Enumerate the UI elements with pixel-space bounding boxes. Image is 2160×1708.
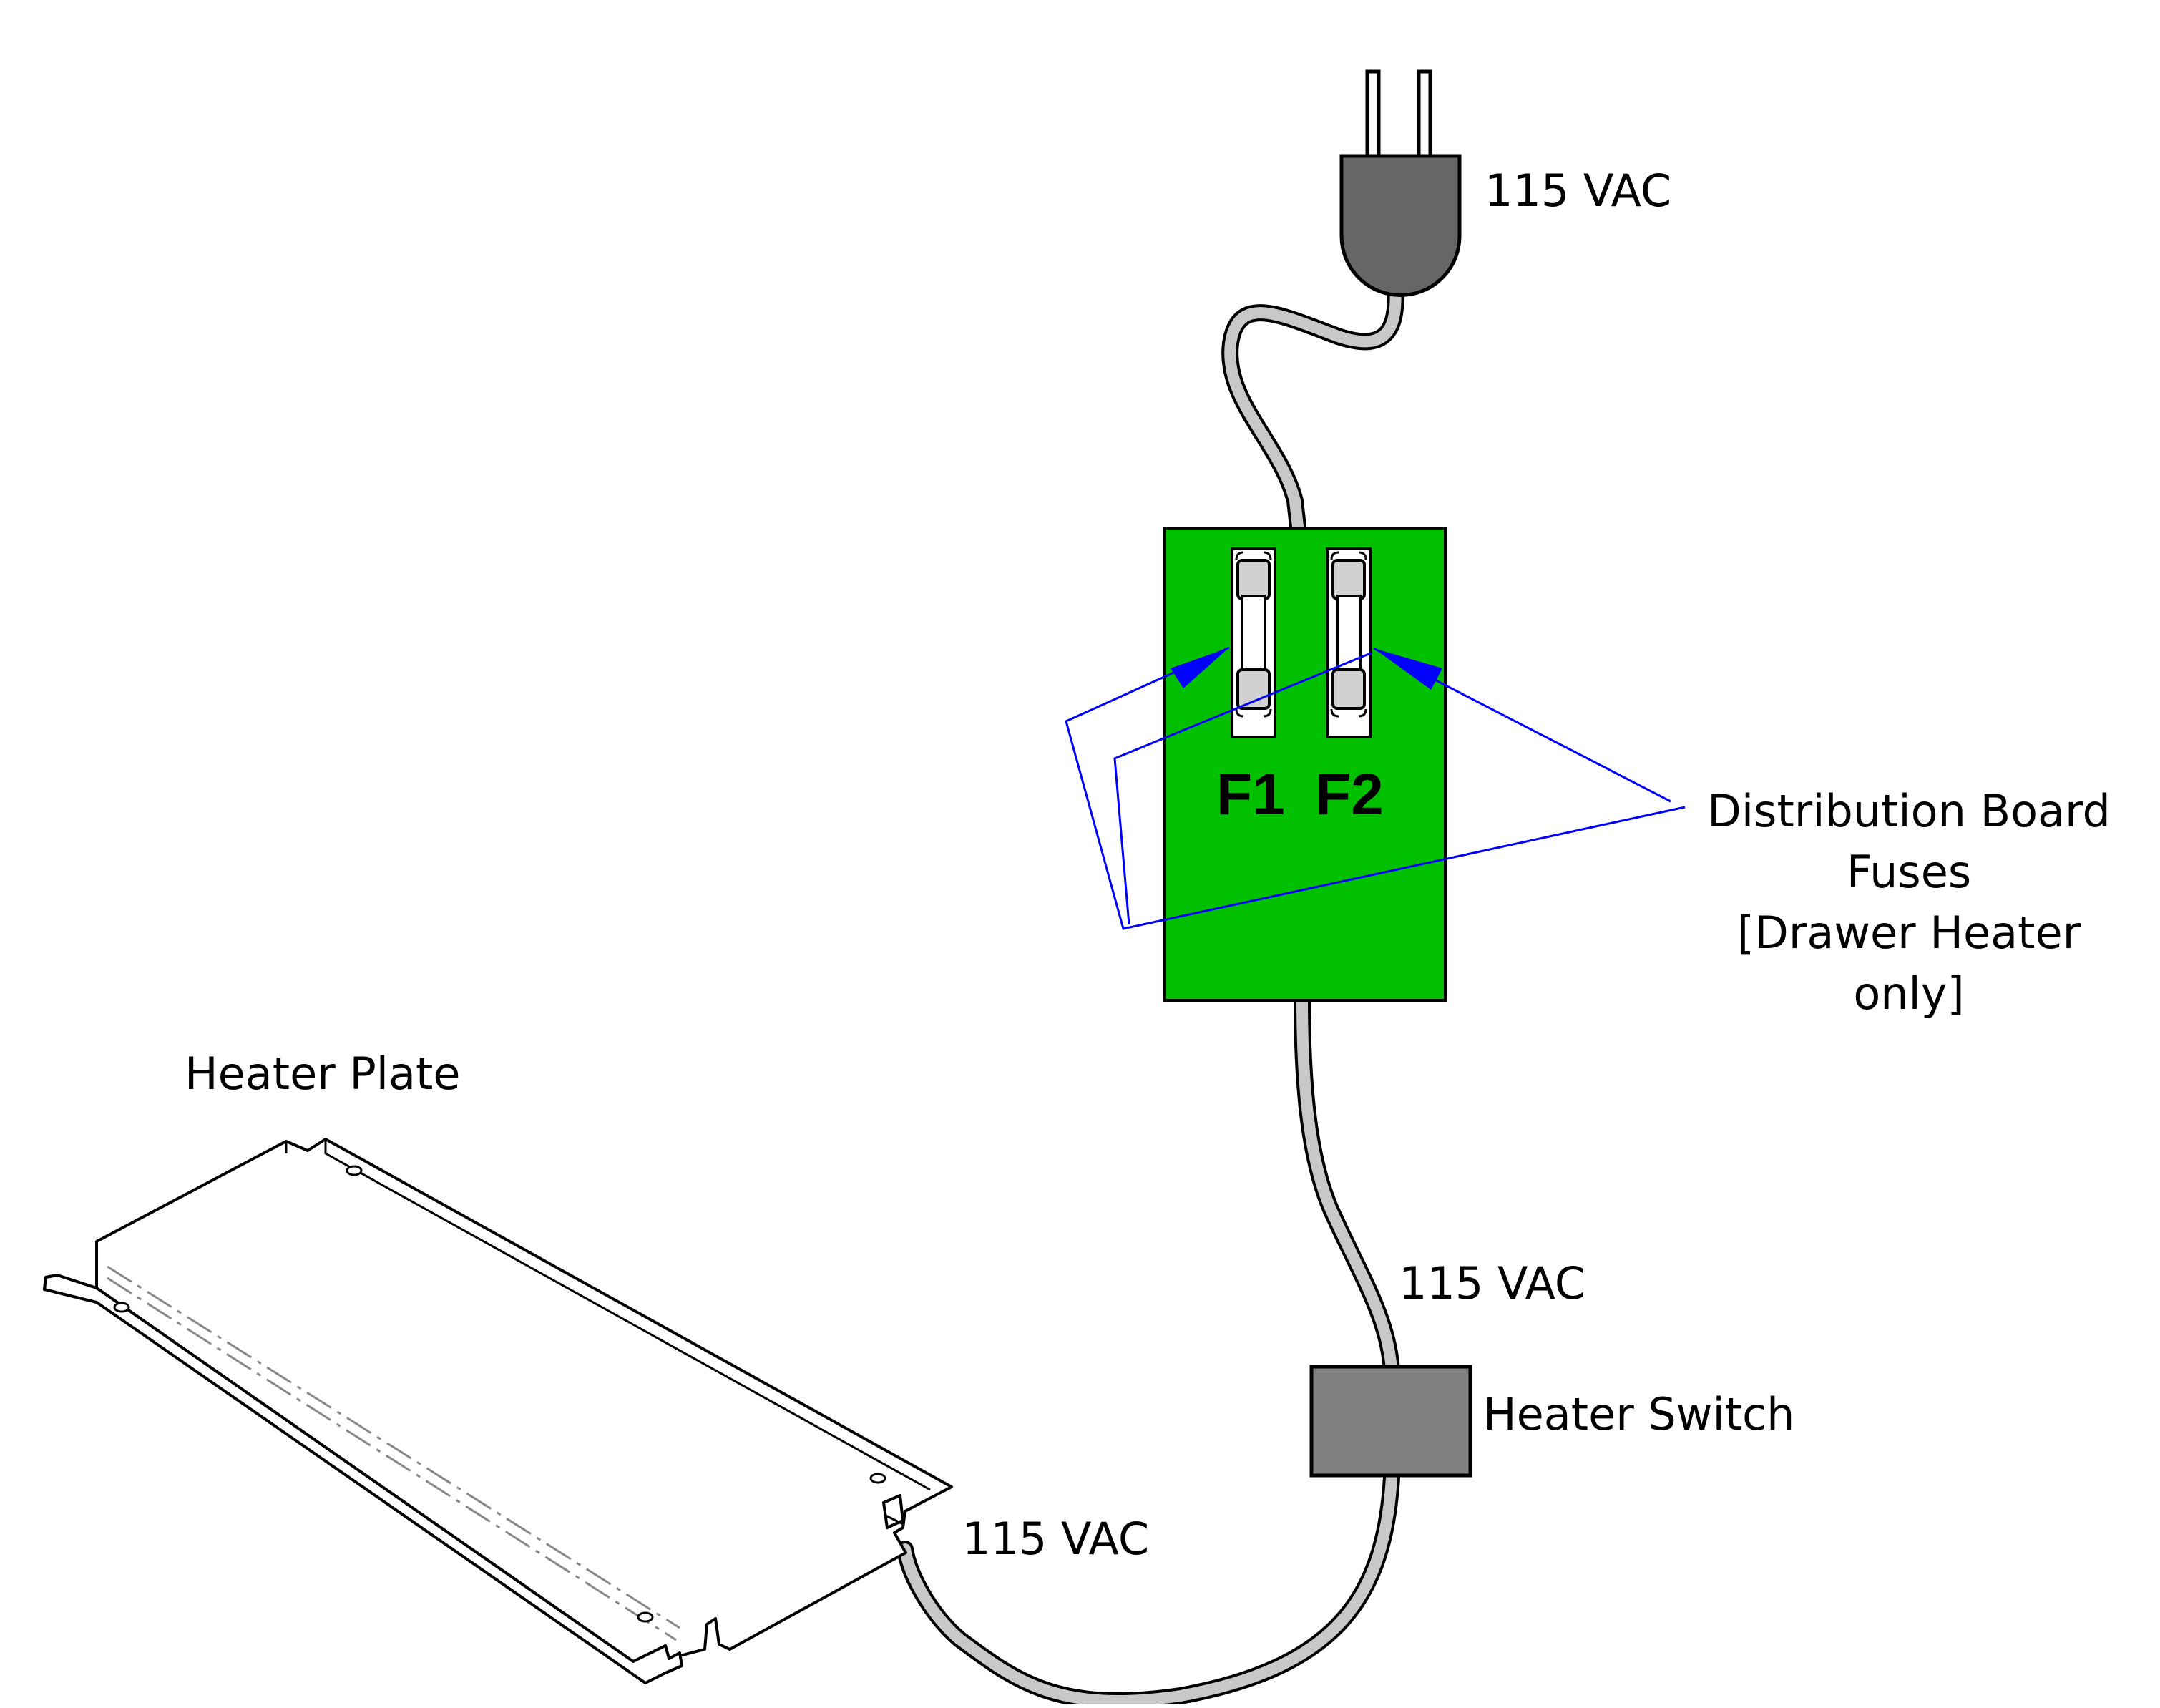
heater-plate-holes	[113, 1165, 886, 1623]
switch-input-voltage-label: 115 VAC	[1399, 1257, 1585, 1309]
plate-voltage-label: 115 VAC	[962, 1513, 1149, 1565]
fuse-f1-icon	[1231, 547, 1276, 738]
callout-arrowhead-f1	[1171, 648, 1229, 688]
cord-plug-to-board	[1221, 278, 1404, 542]
heater-plate-label: Heater Plate	[185, 1048, 460, 1100]
fuse-f1-label: F1	[1216, 762, 1285, 827]
fuse-f2-label: F2	[1315, 762, 1384, 827]
power-plug-icon	[1339, 69, 1462, 297]
plug-body	[1339, 154, 1462, 297]
plug-prong-right	[1417, 69, 1432, 163]
heater-switch-box	[1309, 1365, 1472, 1478]
heater-plate-centerlines	[107, 1265, 680, 1641]
cord-switch-to-plate	[896, 1469, 1400, 1708]
distribution-board: F1 F2	[1163, 527, 1447, 1002]
fuse-callout-line-3: [Drawer Heater	[1737, 907, 2081, 959]
heater-switch-label: Heater Switch	[1483, 1388, 1794, 1440]
fuse-callout-text: Distribution Board Fuses [Drawer Heater …	[1707, 785, 2111, 1020]
cord-board-to-switch	[1294, 990, 1400, 1379]
plug-prong-left	[1365, 69, 1381, 163]
board-body	[1163, 527, 1447, 1002]
heater-plate-illustration	[43, 1138, 953, 1684]
plug-voltage-label: 115 VAC	[1485, 165, 1671, 217]
callout-arrowhead-f2	[1374, 648, 1442, 690]
fuse-callout-line-2: Fuses	[1847, 846, 1971, 898]
fuse-callout-line-1: Distribution Board	[1707, 785, 2111, 837]
fuse-callout-line-4: only]	[1853, 967, 1964, 1020]
fuse-f2-icon	[1326, 547, 1372, 738]
